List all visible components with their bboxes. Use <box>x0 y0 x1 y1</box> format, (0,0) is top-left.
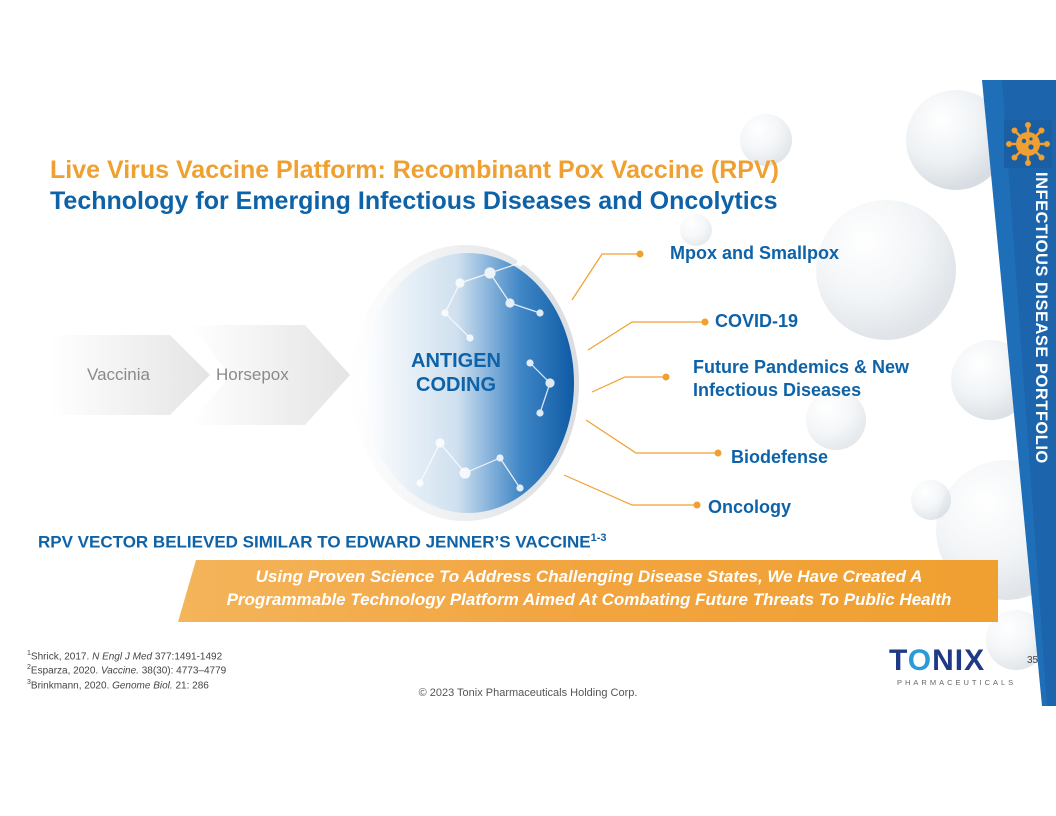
target-future-pandemics: Future Pandemics & New Infectious Diseas… <box>693 357 910 401</box>
lineage-vaccinia: Vaccinia <box>87 365 150 384</box>
title-line-1: Live Virus Vaccine Platform: Recombinant… <box>50 156 779 184</box>
reference-3: 3Brinkmann, 2020. Genome Biol. 21: 286 <box>27 678 209 691</box>
logo-o: O <box>907 644 933 677</box>
connector-mpox <box>571 253 640 301</box>
connector-covid <box>587 321 705 351</box>
slide: INFECTIOUS DISEASE PORTFOLIO Live Virus … <box>0 80 1056 706</box>
connector-lines <box>563 250 722 509</box>
tonix-logo: TONIX <box>889 644 986 677</box>
connector-oncology <box>563 474 697 506</box>
chevron-vaccinia <box>50 335 210 415</box>
page-number: 35 <box>1027 655 1039 666</box>
target-covid: COVID-19 <box>715 311 799 331</box>
logo-subtitle: PHARMACEUTICALS <box>897 678 1017 687</box>
virus-icon <box>1004 120 1052 168</box>
lineage-horsepox: Horsepox <box>216 365 289 384</box>
title-line-2: Technology for Emerging Infectious Disea… <box>50 187 778 215</box>
side-label: INFECTIOUS DISEASE PORTFOLIO <box>1032 172 1050 464</box>
side-band <box>982 80 1056 706</box>
banner-text: Using Proven Science To Address Challeng… <box>226 567 952 609</box>
antigen-coding-label: ANTIGEN CODING <box>411 350 501 397</box>
orange-banner <box>178 560 998 622</box>
chevron-horsepox <box>190 325 350 425</box>
reference-2: 2Esparza, 2020. Vaccine. 38(30): 4773–47… <box>27 664 227 677</box>
rpv-statement: RPV VECTOR BELIEVED SIMILAR TO EDWARD JE… <box>38 532 607 552</box>
reference-1: 1Shrick, 2017. N Engl J Med 377:1491-149… <box>27 650 223 663</box>
lineage-chevrons <box>50 325 350 425</box>
antigen-sphere <box>351 245 579 521</box>
target-oncology: Oncology <box>708 497 792 517</box>
connector-pandemics <box>591 376 666 393</box>
copyright: © 2023 Tonix Pharmaceuticals Holding Cor… <box>418 687 638 699</box>
connector-biodefense <box>585 419 718 454</box>
target-biodefense: Biodefense <box>731 447 829 467</box>
references: 1Shrick, 2017. N Engl J Med 377:1491-149… <box>27 649 226 692</box>
target-mpox: Mpox and Smallpox <box>670 243 840 263</box>
